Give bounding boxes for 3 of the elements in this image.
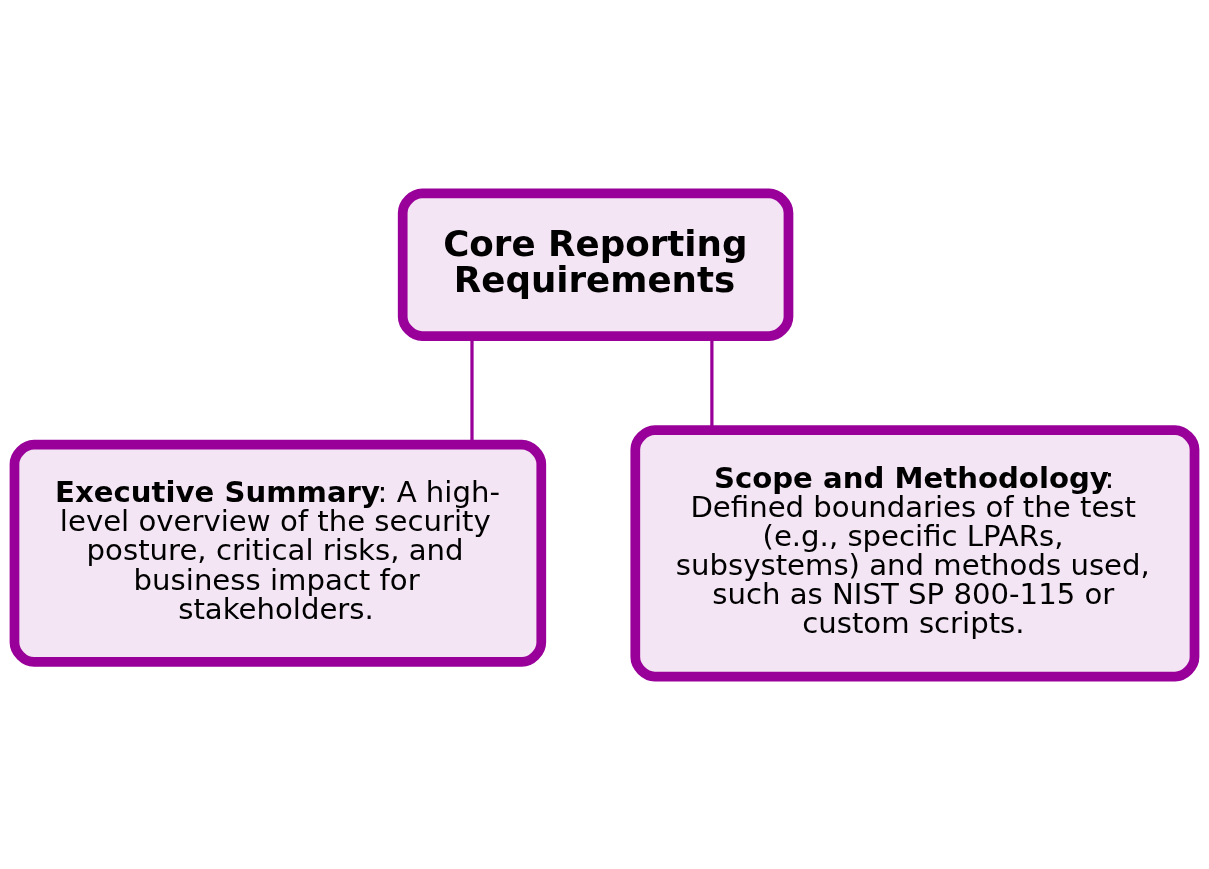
node-box: Scope and Methodology: Defined boundaries of the test (e.g., specific LPARs, subsystems) and methods used, such as NIST SP 800-115 or custom scripts. bbox=[630, 424, 1200, 681]
node-box: Executive Summary: A high-level overview of the security posture, critical risks, and business impact for stakeholders. bbox=[9, 439, 547, 667]
node-box: Core Reporting Requirements bbox=[397, 188, 794, 341]
